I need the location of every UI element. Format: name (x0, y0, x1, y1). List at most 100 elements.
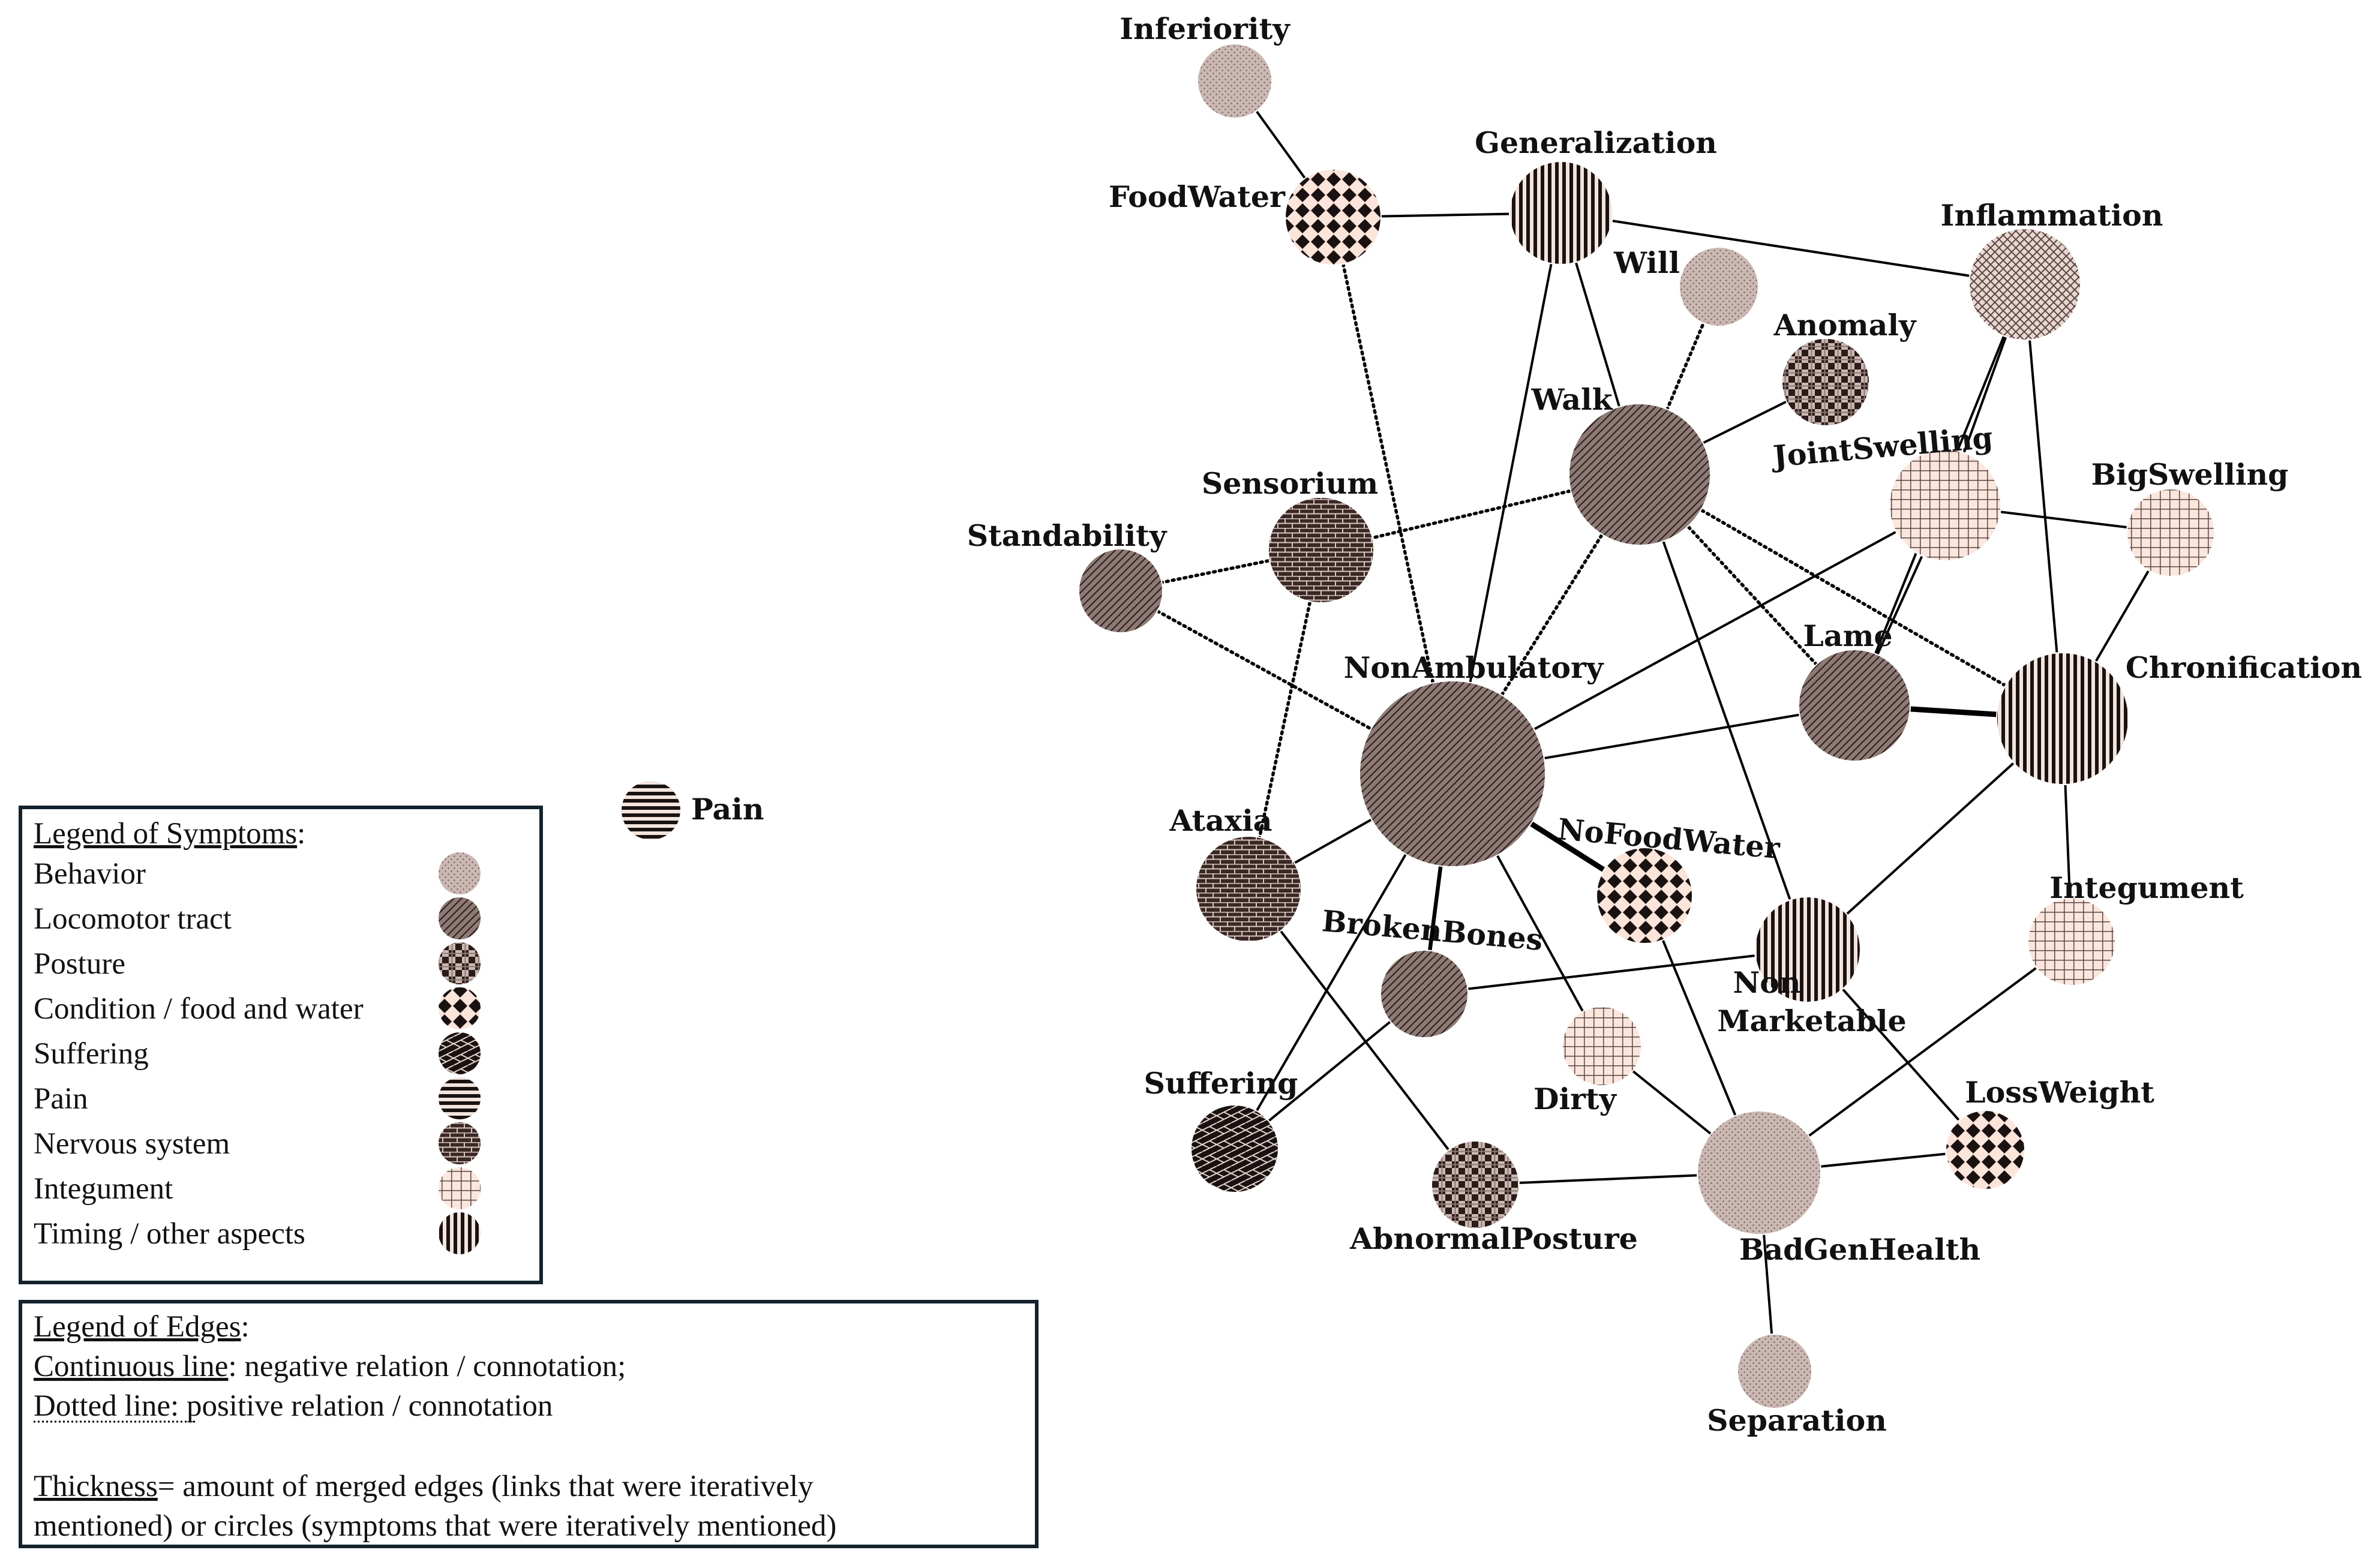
legend-item-label-timing: Timing / other aspects (34, 1217, 305, 1251)
node-circle-Inflammation (1968, 228, 2081, 341)
legend-continuous-key: Continuous line (34, 1350, 228, 1383)
node-Chronification: Chronification (1996, 650, 2362, 785)
edge-FoodWater-NonAmbulatory (1331, 215, 1454, 776)
node-Inflammation: Inflammation (1941, 198, 2163, 341)
node-circle-AbnormalPosture (1431, 1140, 1520, 1229)
node-circle-JointSwelling (1889, 449, 2001, 561)
node-Lame: Lame (1798, 618, 1911, 762)
node-circle-Chronification (1996, 652, 2129, 785)
edge-Sensorium-Ataxia (1247, 548, 1323, 891)
node-label-Walk: Walk (1530, 382, 1613, 417)
node-AbnormalPosture: AbnormalPosture (1349, 1140, 1638, 1256)
legend-swatch-nervous (439, 1122, 481, 1164)
node-label-NonAmbulatory: NonAmbulatory (1344, 650, 1604, 685)
node-circle-Walk (1568, 403, 1711, 546)
node-label-Sensorium: Sensorium (1202, 466, 1378, 501)
node-circle-Anomaly (1781, 338, 1870, 426)
edge-Ataxia-AbnormalPosture (1247, 888, 1476, 1186)
legend-item-label-posture: Posture (34, 947, 125, 981)
node-BigSwelling: BigSwelling (2091, 457, 2289, 577)
node-circle-LossWeight (1945, 1110, 2025, 1190)
legend-swatch-integument (439, 1167, 481, 1209)
node-Ataxia: Ataxia (1169, 803, 1302, 942)
node-circle-NoFoodWater (1596, 847, 1693, 944)
node-circle-Integument (2027, 897, 2116, 986)
legend-dotted-key: Dotted line (34, 1389, 170, 1423)
edge-BrokenBones-NonMarketable (1424, 948, 1808, 995)
edge-Integument-BadGenHealth (1758, 941, 2073, 1174)
svg-text:Legend of Edges:: Legend of Edges: (34, 1310, 250, 1344)
legend-item-label-integument: Integument (34, 1172, 173, 1206)
node-circle-Lame (1798, 649, 1911, 762)
node-circle-BigSwelling (2126, 488, 2215, 577)
node-circle-Pain (620, 780, 682, 841)
node-label-Inflammation: Inflammation (1941, 198, 2163, 233)
edge-Walk-Chronification (1638, 473, 2064, 720)
legend-dotted-desc: : positive relation / connotation (170, 1389, 553, 1423)
node-label-FoodWater: FoodWater (1109, 179, 1286, 214)
node-label-BadGenHealth: BadGenHealth (1739, 1232, 1980, 1267)
legend-item-label-condition: Condition / food and water (34, 992, 364, 1026)
svg-text:Thickness= amount of merged ed: Thickness= amount of merged edges (links… (34, 1470, 814, 1503)
legend-item-label-behavior: Behavior (34, 857, 146, 891)
node-BadGenHealth: BadGenHealth (1697, 1110, 1980, 1267)
node-label-Will: Will (1613, 245, 1680, 280)
node-label-Separation: Separation (1707, 1403, 1887, 1438)
node-Separation: Separation (1707, 1333, 1887, 1438)
edge-Standability-NonAmbulatory (1119, 589, 1454, 776)
node-Integument: Integument (2027, 870, 2244, 986)
node-circle-Will (1679, 247, 1759, 327)
node-circle-NonAmbulatory (1359, 680, 1546, 867)
node-circle-Sensorium (1268, 497, 1374, 603)
node-label-Generalization: Generalization (1475, 125, 1717, 160)
legend-swatch-locomotor (439, 897, 481, 939)
node-label-BrokenBones: BrokenBones (1320, 903, 1544, 957)
legend-item-label-locomotor: Locomotor tract (34, 902, 232, 936)
node-circle-FoodWater (1284, 169, 1382, 266)
edge-Walk-NonMarketable (1638, 474, 1809, 950)
legend-item-label-nervous: Nervous system (34, 1127, 230, 1161)
node-circle-NonMarketable (1754, 896, 1861, 1003)
node-Generalization: Generalization (1475, 125, 1717, 265)
node-label-BigSwelling: BigSwelling (2091, 457, 2289, 492)
node-circle-Separation (1737, 1333, 1812, 1409)
legend-swatch-pain (439, 1077, 481, 1119)
node-Walk: Walk (1530, 382, 1711, 546)
legend-symptoms-title: Legend of Symptoms (34, 817, 297, 851)
legend-symptoms-title-suffix: : (297, 817, 305, 851)
edge-Generalization-NonAmbulatory (1451, 212, 1562, 774)
legend-thickness-desc: = amount of merged edges (links that wer… (158, 1470, 814, 1503)
node-circle-BadGenHealth (1697, 1110, 1821, 1235)
svg-text:Legend of Symptoms:: Legend of Symptoms: (34, 817, 305, 851)
legend-item-label-pain: Pain (34, 1082, 88, 1116)
node-label-Ataxia: Ataxia (1169, 803, 1272, 838)
node-BrokenBones: BrokenBones (1320, 903, 1544, 1038)
node-Will: Will (1613, 245, 1759, 327)
node-circle-Suffering (1190, 1104, 1279, 1193)
legend-edges-title-suffix: : (241, 1310, 250, 1344)
legend-swatch-timing (439, 1212, 481, 1254)
legend-swatch-suffering (439, 1032, 481, 1074)
node-circle-Inferiority (1197, 43, 1272, 119)
node-label-Inferiority: Inferiority (1120, 11, 1290, 46)
legend-swatch-condition (439, 987, 481, 1029)
node-label-Lame: Lame (1803, 618, 1892, 653)
node-Suffering: Suffering (1144, 1066, 1298, 1193)
node-label-Anomaly: Anomaly (1773, 308, 1917, 343)
node-label-Standability: Standability (967, 518, 1168, 553)
node-Dirty: Dirty (1533, 1006, 1642, 1116)
node-circle-BrokenBones (1380, 950, 1469, 1038)
node-Anomaly: Anomaly (1773, 308, 1917, 426)
legend-item-label-suffering: Suffering (34, 1037, 149, 1071)
edge-Generalization-Inflammation (1560, 212, 2025, 286)
node-label-AbnormalPosture: AbnormalPosture (1349, 1221, 1638, 1256)
node-label-Dirty: Dirty (1533, 1082, 1617, 1116)
nodes-layer: InferiorityFoodWaterGeneralizationWillIn… (620, 11, 2362, 1438)
legend-thickness-desc-2: mentioned) or circles (symptoms that wer… (34, 1509, 836, 1543)
node-NonAmbulatory: NonAmbulatory (1344, 650, 1604, 867)
node-NoFoodWater: NoFoodWater (1556, 812, 1782, 944)
